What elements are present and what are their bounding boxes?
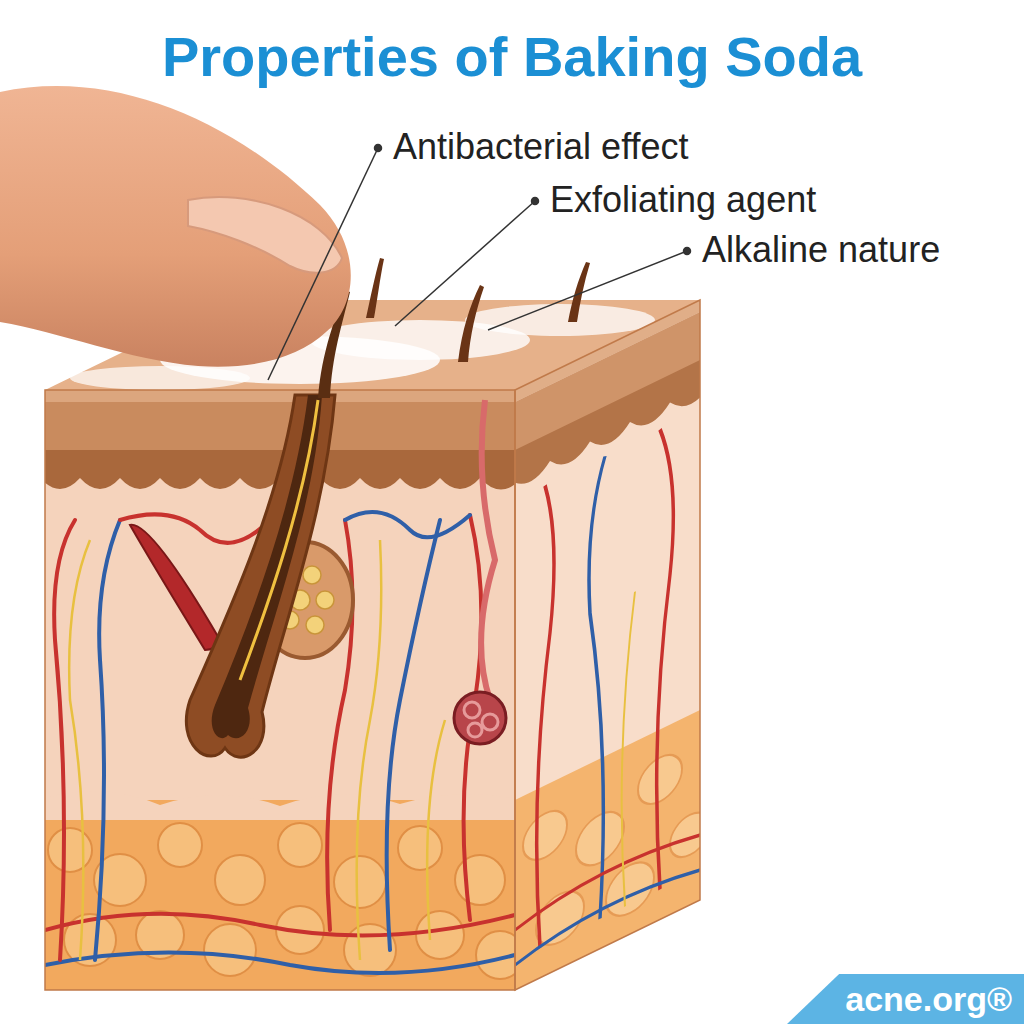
callout-label: Antibacterial effect [393, 126, 689, 168]
skin-side [510, 293, 710, 1002]
arrector-muscle [130, 525, 220, 650]
hair [366, 258, 384, 318]
logo-text: acne.org® [845, 980, 1012, 1019]
title: Properties of Baking Soda [0, 24, 1024, 89]
baking-soda [465, 304, 655, 336]
callout-label: Alkaline nature [702, 229, 940, 271]
hair [458, 285, 484, 362]
hair-follicle [186, 395, 335, 757]
skin-front [40, 388, 524, 1000]
hair [568, 262, 590, 322]
logo-badge: acne.org® [787, 974, 1024, 1024]
fingernail [188, 197, 342, 273]
sweat-gland [454, 692, 506, 744]
finger [0, 86, 351, 367]
baking-soda [70, 366, 250, 390]
callout-label: Exfoliating agent [550, 179, 816, 221]
